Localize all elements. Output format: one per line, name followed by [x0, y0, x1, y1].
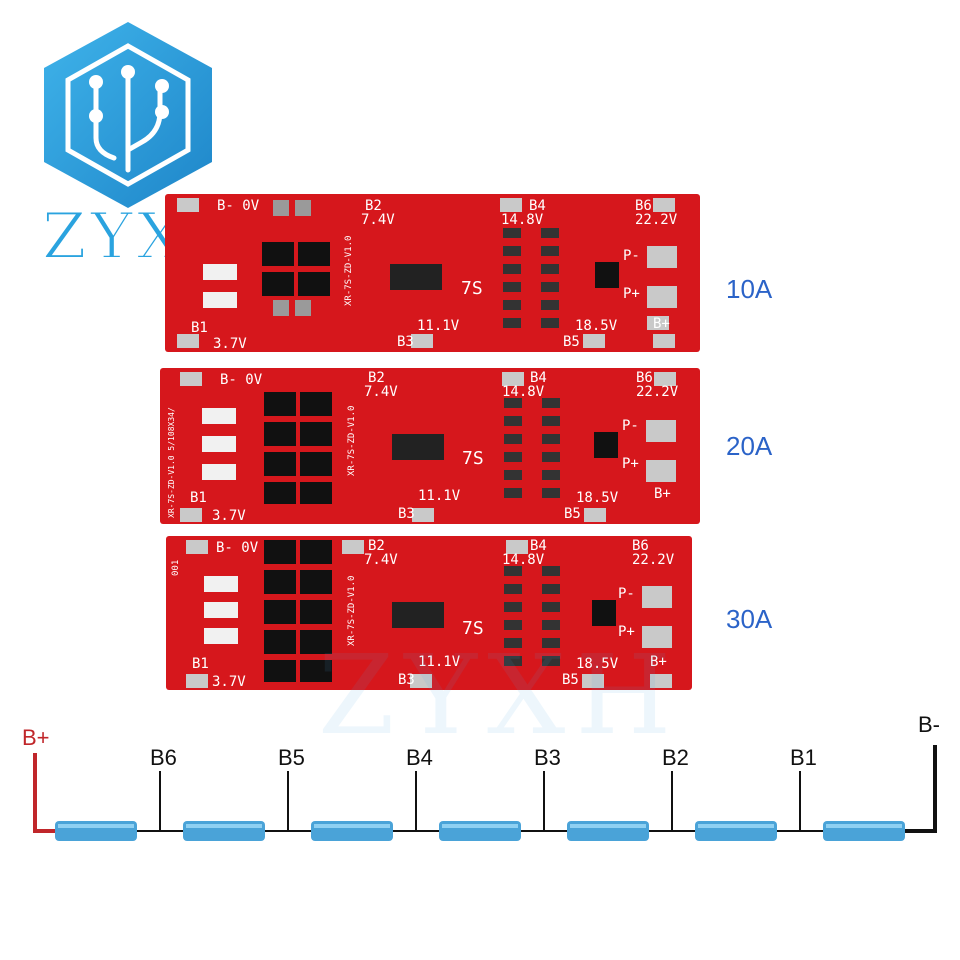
label-11v1: 11.1V — [417, 318, 460, 334]
chip-mark: 7S — [462, 448, 484, 469]
label-18v5: 18.5V — [576, 656, 619, 672]
label-b2: B2 — [368, 538, 385, 554]
minus-wire — [905, 745, 937, 833]
label-18v5: 18.5V — [576, 490, 619, 506]
battery-cell — [55, 821, 137, 841]
current-rating-10a: 10A — [726, 274, 773, 304]
tap-label: B5 — [278, 745, 305, 770]
side-text: 001 — [171, 560, 181, 576]
label-p-plus: P+ — [618, 624, 635, 640]
label-14v8: 14.8V — [502, 384, 545, 400]
label-3v7: 3.7V — [212, 674, 246, 690]
plus-wire — [33, 753, 55, 833]
label-3v7: 3.7V — [213, 336, 247, 352]
cell-wiring-diagram: B+ B- B6 B5 B4 B3 B2 B1 — [22, 715, 940, 841]
battery-cell — [823, 821, 905, 841]
label-b6: B6 — [632, 538, 649, 554]
label-b1: B1 — [192, 656, 209, 672]
tap-label: B4 — [406, 745, 433, 770]
tap-label: B1 — [790, 745, 817, 770]
battery-cell — [311, 821, 393, 841]
label-b3: B3 — [398, 672, 415, 688]
label-b-plus: B+ — [653, 316, 670, 332]
label-b1: B1 — [191, 320, 208, 336]
brand-logo — [44, 22, 212, 208]
battery-cell — [567, 821, 649, 841]
chip-mark: 7S — [462, 618, 484, 639]
b-plus-label: B+ — [22, 725, 50, 750]
tap-label: B3 — [534, 745, 561, 770]
b-minus-label: B- — [918, 715, 940, 737]
label-7v4: 7.4V — [361, 212, 395, 228]
label-b4: B4 — [530, 538, 547, 554]
solder-pad — [180, 372, 676, 522]
model-text: XR-7S-ZD-V1.0 — [347, 406, 357, 476]
label-b5: B5 — [562, 672, 579, 688]
chip-mark: 7S — [461, 278, 483, 299]
battery-cell — [183, 821, 265, 841]
label-b-minus: B- 0V — [217, 198, 260, 214]
pcb-board-30a: B- 0V B2 7.4V B4 14.8V B6 22.2V B1 3.7V … — [166, 536, 692, 690]
label-14v8: 14.8V — [502, 552, 545, 568]
label-b-minus: B- 0V — [220, 372, 263, 388]
model-text: XR-7S-ZD-V1.0 — [344, 236, 354, 306]
model-text: XR-7S-ZD-V1.0 — [347, 576, 357, 646]
battery-cell — [695, 821, 777, 841]
resistor-group — [203, 264, 237, 308]
label-7v4: 7.4V — [364, 384, 398, 400]
pcb-board-10a: B- 0V B2 7.4V B4 14.8V B6 22.2V B1 3.7V … — [165, 194, 700, 352]
label-b6: B6 — [636, 370, 653, 386]
battery-cell — [439, 821, 521, 841]
label-7v4: 7.4V — [364, 552, 398, 568]
label-18v5: 18.5V — [575, 318, 618, 334]
label-b-plus: B+ — [650, 654, 667, 670]
pcb-board-20a: B- 0V B2 7.4V B4 14.8V B6 22.2V B1 3.7V … — [160, 368, 700, 524]
label-b4: B4 — [530, 370, 547, 386]
mosfet-group — [262, 242, 330, 296]
mosfet-group — [264, 540, 332, 682]
tap-label: B6 — [150, 745, 177, 770]
label-b1: B1 — [190, 490, 207, 506]
resistor-group — [204, 576, 238, 644]
label-b5: B5 — [563, 334, 580, 350]
watermark-text: ZYXH — [318, 631, 682, 759]
resistor-group — [202, 408, 236, 480]
label-b2: B2 — [368, 370, 385, 386]
label-p-minus: P- — [622, 418, 639, 434]
label-22v2: 22.2V — [632, 552, 675, 568]
label-b6: B6 — [635, 198, 652, 214]
label-b5: B5 — [564, 506, 581, 522]
label-b2: B2 — [365, 198, 382, 214]
solder-pad — [186, 540, 672, 688]
tap-label: B2 — [662, 745, 689, 770]
current-rating-30a: 30A — [726, 604, 773, 634]
label-3v7: 3.7V — [212, 508, 246, 524]
ic-chip — [392, 434, 444, 460]
mosfet-group — [264, 392, 332, 504]
circuit-icon — [93, 73, 163, 173]
label-b3: B3 — [397, 334, 414, 350]
label-p-plus: P+ — [622, 456, 639, 472]
label-11v1: 11.1V — [418, 654, 461, 670]
solder-pad — [177, 198, 677, 348]
label-11v1: 11.1V — [418, 488, 461, 504]
ic-chip — [392, 602, 444, 628]
label-b-plus: B+ — [654, 486, 671, 502]
label-p-minus: P- — [618, 586, 635, 602]
label-22v2: 22.2V — [635, 212, 678, 228]
label-b4: B4 — [529, 198, 546, 214]
side-text: XR-7S-ZD-V1.0 5/108X34/ — [167, 407, 176, 518]
label-14v8: 14.8V — [501, 212, 544, 228]
label-b-minus: B- 0V — [216, 540, 259, 556]
label-p-minus: P- — [623, 248, 640, 264]
label-22v2: 22.2V — [636, 384, 679, 400]
label-p-plus: P+ — [623, 286, 640, 302]
current-rating-20a: 20A — [726, 431, 773, 461]
label-b3: B3 — [398, 506, 415, 522]
ic-chip — [390, 264, 442, 290]
